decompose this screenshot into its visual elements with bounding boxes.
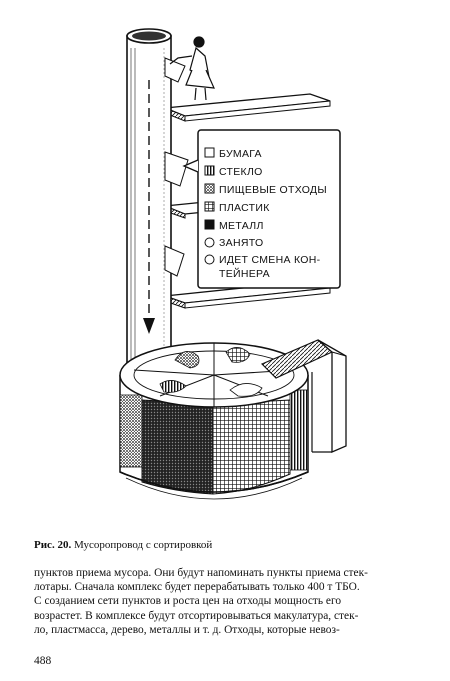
discharge-chute xyxy=(260,339,347,453)
page-number: 488 xyxy=(34,655,52,667)
plastic-swatch xyxy=(204,201,215,212)
chute-pipe xyxy=(126,28,189,369)
container-plastic xyxy=(212,399,291,495)
body-line: С созданием сети пунктов и роста цен на … xyxy=(34,595,342,608)
legend-label-occupied: ЗАНЯТО xyxy=(219,237,263,249)
person-figure xyxy=(169,36,215,101)
body-line: возрастет. В комплексе будут отсортировы… xyxy=(34,609,359,622)
legend-label-glass: СТЕКЛО xyxy=(219,166,263,178)
flow-arrow xyxy=(143,80,155,334)
legend-label-container-change: ИДЕТ СМЕНА КОН- xyxy=(219,254,321,266)
body-line: лотары. Сначала комплекс будет перерабат… xyxy=(34,581,360,594)
figure-caption: Рис. 20. Мусоропровод с сортировкой xyxy=(34,539,434,551)
food-waste-swatch xyxy=(204,183,215,194)
legend-panel xyxy=(182,129,341,289)
sorting-carousel xyxy=(119,342,309,500)
metal-swatch xyxy=(204,219,215,230)
floor-slab-top xyxy=(164,93,331,122)
legend-label-metal: МЕТАЛЛ xyxy=(219,220,264,232)
body-line: ло, пластмасса, дерево, металлы и т. д. … xyxy=(34,623,340,636)
legend-symbols xyxy=(204,147,215,265)
legend-label-food-waste: ПИЩЕВЫЕ ОТХОДЫ xyxy=(219,184,327,196)
container-change-indicator-icon xyxy=(204,254,215,265)
container-glass xyxy=(289,389,309,471)
paper-swatch xyxy=(204,147,215,158)
garbage-chute-illustration: БУМАГА СТЕКЛО ПИЩЕВЫЕ ОТХОДЫ ПЛАСТИК МЕТ… xyxy=(119,28,347,500)
glass-swatch xyxy=(204,165,215,176)
legend-label-paper: БУМАГА xyxy=(219,148,262,160)
figure-caption-text: Мусоропровод с сортировкой xyxy=(73,539,213,551)
legend-label-plastic: ПЛАСТИК xyxy=(219,202,270,214)
figure-caption-label: Рис. 20. xyxy=(34,539,72,551)
body-text: пунктов приема мусора. Они будут напомин… xyxy=(34,566,432,637)
legend-label-container-change-cont: ТЕЙНЕРА xyxy=(219,267,270,280)
occupied-indicator-icon xyxy=(204,237,215,248)
container-metal xyxy=(141,399,214,495)
body-line: пунктов приема мусора. Они будут напомин… xyxy=(34,567,368,579)
container-food-waste xyxy=(119,394,143,468)
